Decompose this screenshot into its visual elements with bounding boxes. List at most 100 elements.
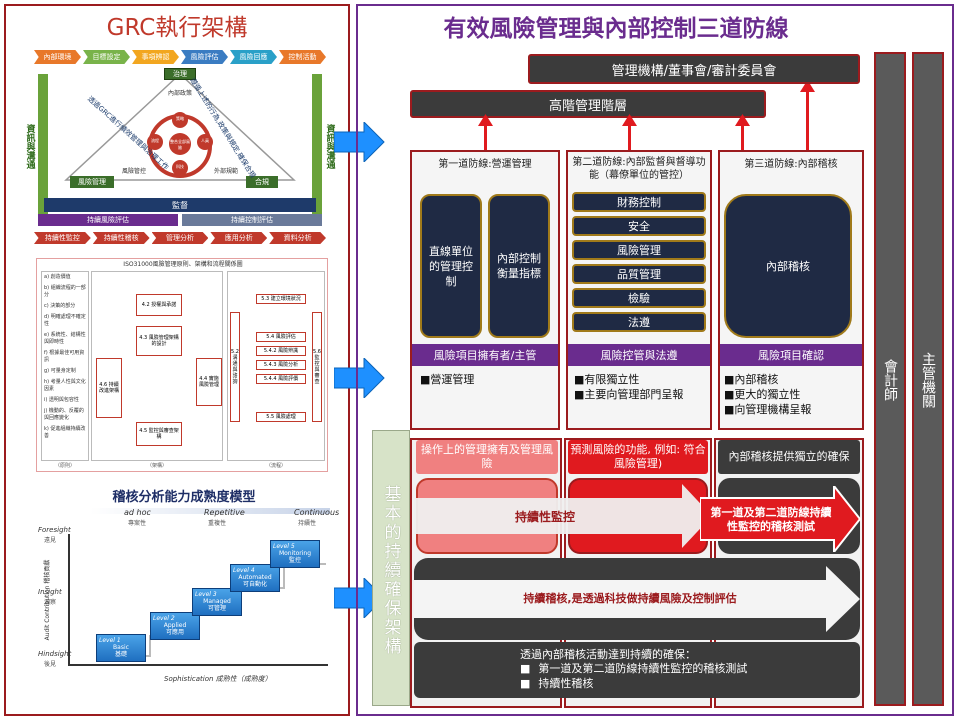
grc-triangle [64, 72, 296, 181]
iso-process-box: 5.4 風險評估 [256, 332, 306, 342]
left-title: GRC執行架構 [106, 15, 248, 41]
summary-item-text: 持續性稽核 [538, 677, 594, 690]
summary-box [414, 642, 860, 698]
line3-card-0: 內部稽核 [724, 194, 852, 338]
line3-note: ■內部稽核 [724, 373, 779, 386]
line3-note: ■向管理機構呈報 [724, 403, 812, 416]
top-axis-en: Repetitive [204, 508, 245, 517]
level-en: Monitoring [278, 550, 312, 557]
level-en: Automated [238, 574, 272, 581]
circle-label-0: 策略 [176, 116, 184, 121]
y-level-en: Hindsight [38, 650, 72, 658]
line2-item-5: 法遵 [572, 312, 706, 332]
bullet-icon: ■ [520, 662, 531, 675]
summary-item: ■ 第一道及第二道防線持續性監控的稽核測試 [520, 661, 850, 676]
grc-bottom-step-3: 應用分析 [210, 232, 268, 244]
arrow-continuous-audit [414, 566, 860, 632]
right-title: 有效風險管理與內部控制三道防線 [443, 16, 789, 42]
assurance-desc-1: 預測風險的功能, 例如: 符合風險管理) [568, 440, 708, 474]
iso-framework-box: 4.6 持續改進架構 [96, 358, 122, 418]
arrow1-label: 持續性監控 [514, 509, 575, 524]
x-axis-line [68, 664, 328, 666]
left-info-arrow [38, 74, 48, 214]
board-box: 管理機構/董事會/審計委員會 [528, 54, 860, 84]
y-axis-line [68, 534, 70, 664]
y-level-zh: 洞察 [44, 599, 57, 606]
grc-top-step-2: 事項辨認 [132, 50, 179, 64]
grc-top-step-0: 內部環境 [34, 50, 81, 64]
arrow2-label: 持續稽核,是透過科技做持續風險及控制評估 [523, 592, 737, 605]
external-audit-label: 會計師 [882, 359, 898, 401]
grc-top-step-3: 風險評估 [181, 50, 228, 64]
grc-bottom-step-0: 持續性監控 [34, 232, 91, 244]
line2-item-3: 品質管理 [572, 264, 706, 284]
grc-diagram: 內部環境目標設定事項辨認風險評估風險回應控制活動 資訊與溝通 資訊與溝通 治理 … [25, 46, 335, 256]
level-num: Level 3 [195, 591, 217, 598]
tri-top: 治理 [164, 68, 196, 80]
iso-principle: j) 機動的、反覆的與回應變化 [44, 408, 84, 421]
top-axis-zh: 持續性 [298, 520, 317, 527]
grc-top-step-4: 風險回應 [230, 50, 277, 64]
iso-process-box: 5.2 溝通與諮詢 [230, 312, 240, 422]
y-level-zh: 後見 [44, 661, 57, 668]
line1-card-0: 直線單位的管理控制 [420, 194, 482, 338]
y-level-zh: 遠見 [44, 537, 57, 544]
iso-principle: g) 可量身定制 [44, 368, 76, 374]
right-panel [356, 4, 954, 716]
arrow-continuous-monitoring [414, 484, 712, 548]
iso-process-box: 5.4.3 風險分析 [256, 360, 306, 370]
arrow-end-red [700, 486, 862, 552]
iso-principle: b) 組織流程的一部分 [44, 285, 86, 298]
summary-item-text: 第一道及第二道防線持續性監控的稽核測試 [538, 662, 748, 675]
line2-item-4: 檢驗 [572, 288, 706, 308]
bullet-icon: ■ [520, 677, 531, 690]
iso-framework-box: 4.2 授權與承諾 [136, 294, 182, 316]
iso-caption-2: （流程） [265, 463, 286, 469]
line2-item-0: 財務控制 [572, 192, 706, 212]
line2-item-2: 風險管理 [572, 240, 706, 260]
grc-bottom-step-1: 持續性稽核 [92, 232, 150, 244]
line3-header: 第三道防線:內部稽核 [744, 158, 838, 170]
iso-process-box: 5.6 監控與審查 [312, 312, 322, 422]
inner-right: 外部規範 [214, 168, 239, 175]
tri-right: 合規 [246, 176, 278, 188]
level-num: Level 5 [273, 543, 295, 550]
left-panel [4, 4, 350, 716]
line1-note: ■營運管理 [420, 373, 475, 386]
iso-principle: c) 決策的部分 [44, 303, 76, 309]
top-axis-zh: 專案性 [128, 520, 147, 527]
iso-process-box: 5.5 風險處理 [256, 412, 306, 422]
top-axis-en: ad hoc [124, 508, 151, 517]
summary-item: ■ 持續性稽核 [520, 676, 850, 691]
level-en: Applied [163, 622, 187, 629]
y-level-en: Foresight [38, 526, 71, 534]
line3-note: ■更大的獨立性 [724, 388, 801, 401]
iso-principle: i) 透明與包容性 [44, 397, 79, 403]
line1-role: 風險項目擁有者/主管 [412, 344, 558, 366]
summary-title: 透過內部稽核活動達到持續的確保： [520, 648, 696, 661]
blue-arrow-1 [334, 122, 385, 162]
grc-left-label: 資訊與溝通 [24, 123, 35, 169]
iso-process-box: 5.4.2 風險辨識 [256, 346, 306, 356]
level-en: Basic [113, 644, 129, 651]
iso-caption-1: （架構） [146, 463, 167, 469]
maturity-title: 稽核分析能力成熟度模型 [112, 489, 256, 505]
level-num: Level 1 [99, 637, 121, 644]
monitor-bar: 監督 [44, 198, 316, 212]
y-level-en: Insight [38, 588, 62, 596]
assurance-desc-0: 操作上的管理擁有及管理風險 [416, 440, 558, 474]
level-num: Level 4 [233, 567, 255, 574]
top-axis-en: Continuous [294, 508, 340, 517]
iso-framework-box: 4.3 風險管理架構的設計 [136, 326, 182, 356]
regulator-label: 主管機關 [920, 352, 936, 408]
line2-header: 第二道防線:內部監督與督導功能（幕僚單位的管控） [572, 157, 706, 181]
iso-framework-box: 4.4 實施風險管理 [196, 358, 222, 406]
